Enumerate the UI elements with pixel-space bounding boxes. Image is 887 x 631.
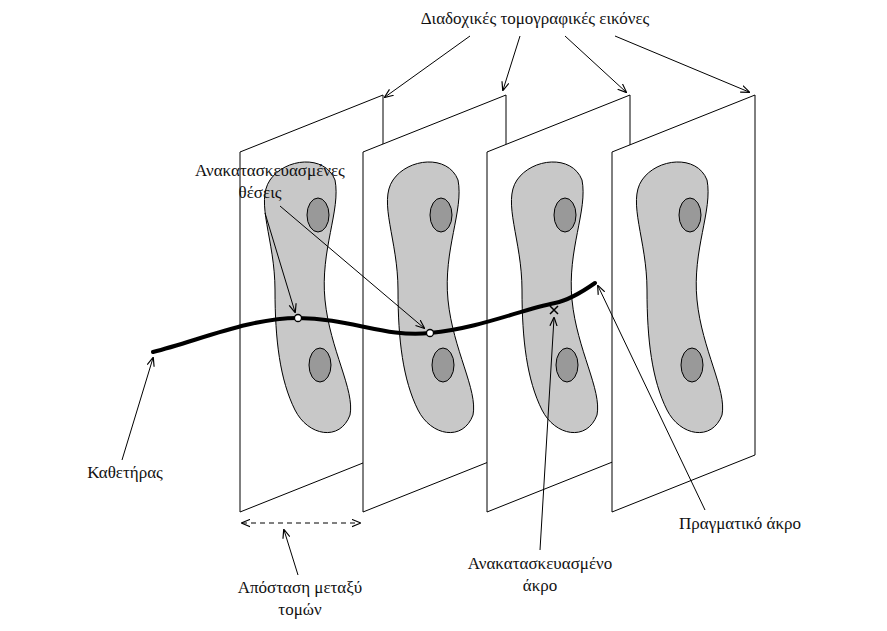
- reconstructed-tip-mark: [550, 306, 558, 314]
- distance-label: Απόσταση μεταξύ τομών: [235, 577, 365, 621]
- slices-label: Διαδοχικές τομογραφικές εικόνες: [390, 8, 680, 30]
- real-tip-label: Πραγματικό άκρο: [660, 513, 820, 535]
- positions-label: Ανακατασκευασμένες θέσεις: [195, 160, 325, 204]
- reconstructed-tip-label: Ανακατασκευασμένο άκρο: [455, 553, 625, 597]
- reconstructed-position: [295, 315, 302, 322]
- tomographic-slice: [240, 95, 383, 512]
- tomographic-slice: [612, 95, 755, 512]
- catheter: [153, 283, 595, 352]
- catheter-label: Καθετήρας: [70, 462, 180, 484]
- leader-lines: [122, 36, 749, 575]
- tomographic-slice: [363, 95, 506, 512]
- reconstructed-position: [427, 330, 434, 337]
